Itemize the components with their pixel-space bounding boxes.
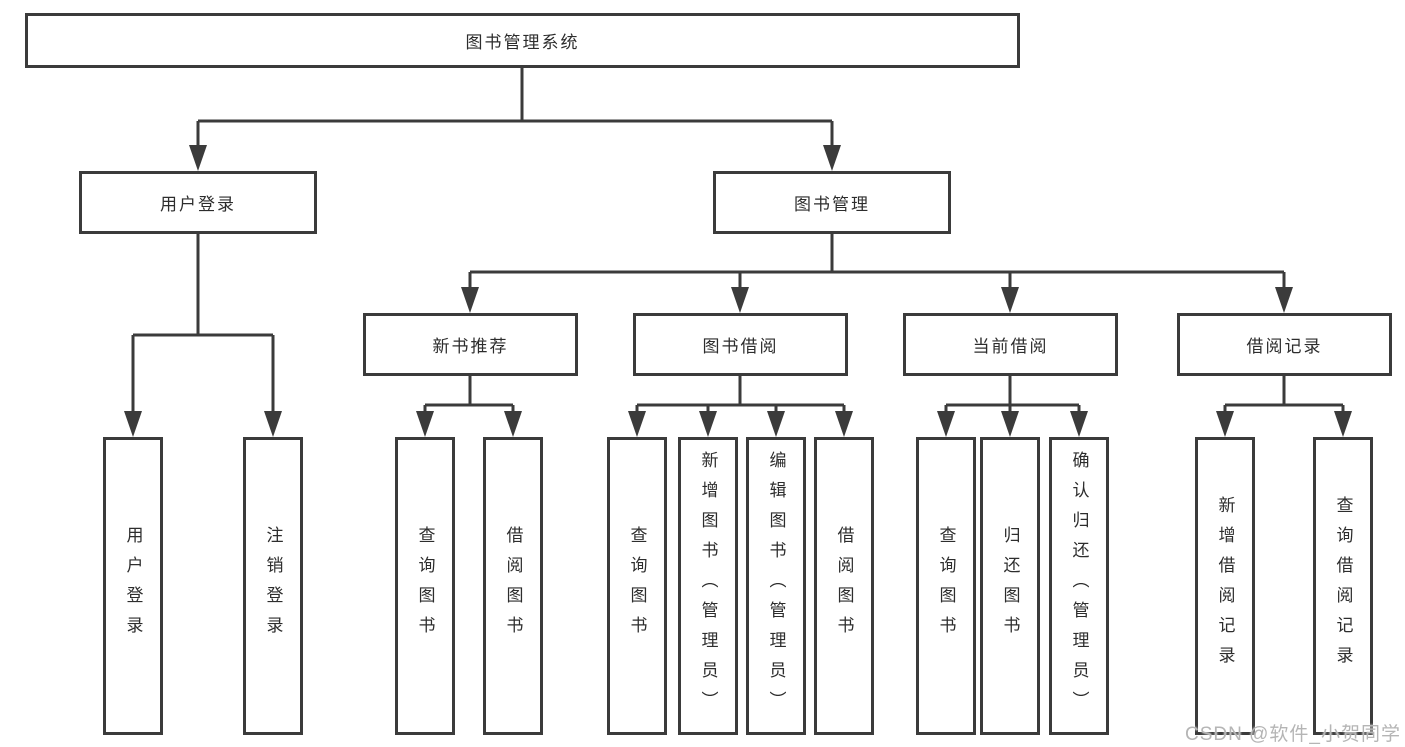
node-leaf-edit-book-label: 编辑图书（管理员） xyxy=(766,451,786,721)
node-leaf-add-book-label: 新增图书（管理员） xyxy=(698,451,718,721)
node-leaf-edit-book: 编辑图书（管理员） xyxy=(746,437,806,735)
node-root-label: 图书管理系统 xyxy=(465,33,580,52)
node-leaf-add-borrow-record-label: 新增借阅记录 xyxy=(1215,496,1235,676)
node-new-book-rec: 新书推荐 xyxy=(363,313,578,376)
node-borrow-records-label: 借阅记录 xyxy=(1246,337,1323,356)
node-leaf-confirm-return: 确认归还（管理员） xyxy=(1049,437,1109,735)
node-book-borrow: 图书借阅 xyxy=(633,313,848,376)
node-leaf-query-borrow-record: 查询借阅记录 xyxy=(1313,437,1373,735)
node-leaf-borrow-book-borrow: 借阅图书 xyxy=(814,437,874,735)
node-leaf-user-login-label: 用户登录 xyxy=(123,526,143,646)
csdn-watermark: CSDN @软件_小贺同学 xyxy=(1185,724,1401,745)
node-new-book-rec-label: 新书推荐 xyxy=(432,337,509,356)
node-leaf-logout: 注销登录 xyxy=(243,437,303,735)
node-leaf-query-book-current-label: 查询图书 xyxy=(936,526,956,646)
node-leaf-query-book-borrow-label: 查询图书 xyxy=(627,526,647,646)
node-book-borrow-label: 图书借阅 xyxy=(702,337,779,356)
node-leaf-query-borrow-record-label: 查询借阅记录 xyxy=(1333,496,1353,676)
node-leaf-logout-label: 注销登录 xyxy=(263,526,283,646)
node-leaf-query-book-current: 查询图书 xyxy=(916,437,976,735)
node-leaf-borrow-book-rec: 借阅图书 xyxy=(483,437,543,735)
node-leaf-return-book: 归还图书 xyxy=(980,437,1040,735)
node-root: 图书管理系统 xyxy=(25,13,1020,68)
node-leaf-query-book-borrow: 查询图书 xyxy=(607,437,667,735)
node-leaf-query-book-rec-label: 查询图书 xyxy=(415,526,435,646)
node-leaf-borrow-book-borrow-label: 借阅图书 xyxy=(834,526,854,646)
node-leaf-query-book-rec: 查询图书 xyxy=(395,437,455,735)
node-book-mgmt-label: 图书管理 xyxy=(794,195,870,214)
node-leaf-add-borrow-record: 新增借阅记录 xyxy=(1195,437,1255,735)
node-leaf-add-book: 新增图书（管理员） xyxy=(678,437,738,735)
node-current-borrow: 当前借阅 xyxy=(903,313,1118,376)
node-book-mgmt: 图书管理 xyxy=(713,171,951,234)
node-user-login-label: 用户登录 xyxy=(160,195,236,214)
node-leaf-borrow-book-rec-label: 借阅图书 xyxy=(503,526,523,646)
node-leaf-confirm-return-label: 确认归还（管理员） xyxy=(1069,451,1089,721)
node-leaf-return-book-label: 归还图书 xyxy=(1000,526,1020,646)
node-leaf-user-login: 用户登录 xyxy=(103,437,163,735)
node-current-borrow-label: 当前借阅 xyxy=(972,337,1049,356)
node-user-login: 用户登录 xyxy=(79,171,317,234)
node-borrow-records: 借阅记录 xyxy=(1177,313,1392,376)
